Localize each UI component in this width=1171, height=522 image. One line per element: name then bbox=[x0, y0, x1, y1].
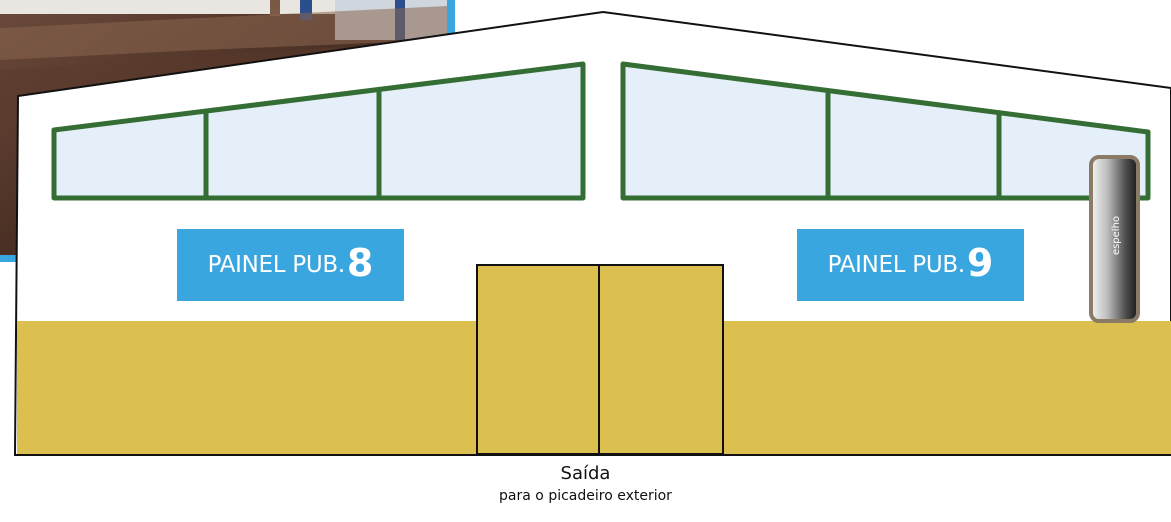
panel-label: PAINEL PUB. bbox=[207, 252, 346, 278]
exit-door bbox=[476, 264, 724, 455]
panel-number: 8 bbox=[346, 241, 374, 285]
left-window bbox=[51, 61, 586, 201]
exit-caption: Saída para o picadeiro exterior bbox=[0, 462, 1171, 506]
exit-title: Saída bbox=[560, 463, 611, 484]
advertising-panel-9: PAINEL PUB. 9 bbox=[797, 229, 1024, 301]
advertising-panel-8: PAINEL PUB. 8 bbox=[177, 229, 404, 301]
panel-label: PAINEL PUB. bbox=[827, 252, 966, 278]
mirror bbox=[1089, 155, 1140, 323]
panel-number: 9 bbox=[966, 241, 994, 285]
exit-subtitle: para o picadeiro exterior bbox=[499, 488, 672, 504]
right-window bbox=[620, 61, 1151, 201]
